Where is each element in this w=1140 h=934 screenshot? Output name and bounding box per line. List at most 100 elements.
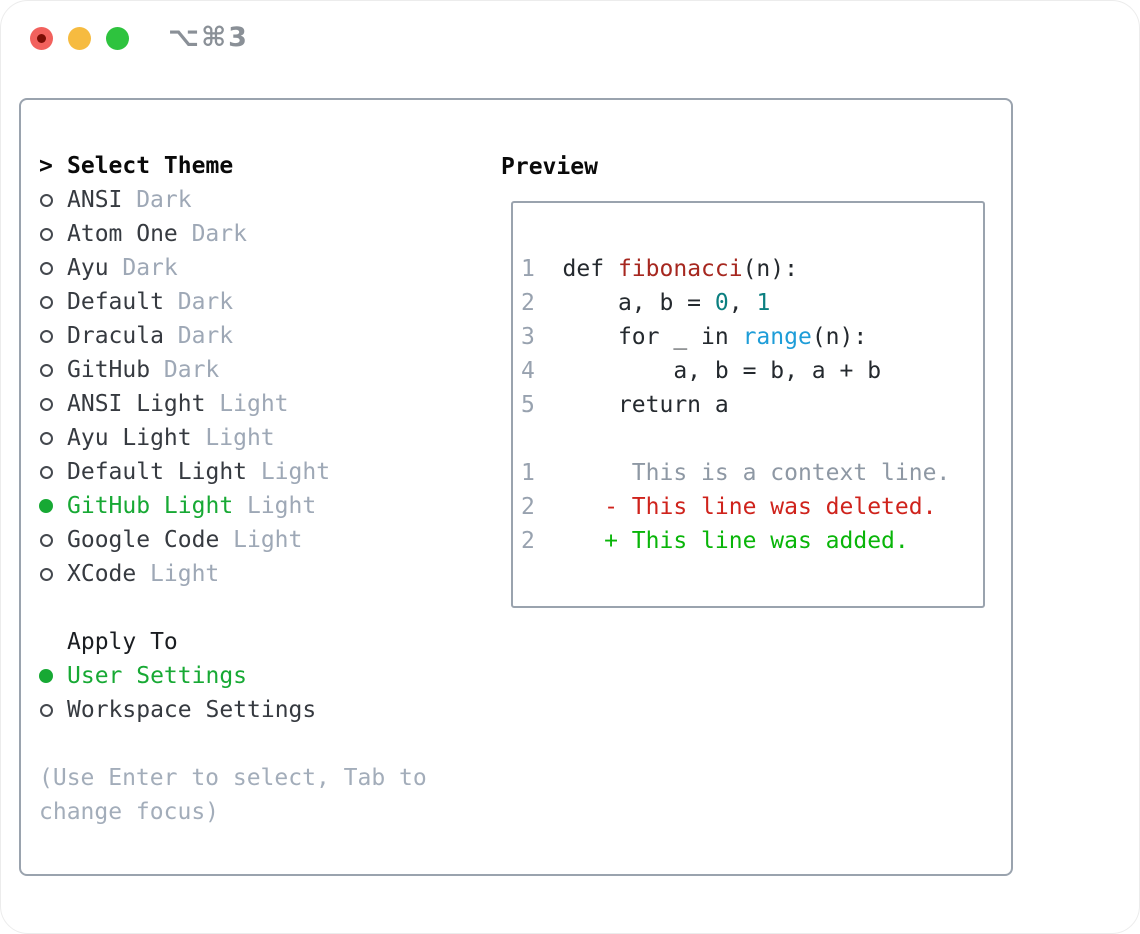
radio-gutter: [39, 295, 67, 309]
theme-variant-tag: Light: [260, 459, 331, 485]
radio-gutter: [39, 465, 67, 479]
radio-unselected-icon: [40, 193, 53, 207]
line-number: 2: [521, 528, 535, 554]
radio-selected-icon: [39, 669, 53, 683]
theme-option-label: XCode: [67, 561, 137, 587]
radio-gutter: [39, 669, 67, 683]
preview-title: Preview: [501, 154, 598, 180]
radio-gutter: [39, 227, 67, 241]
code-line: 3 for _ in range(n):: [521, 320, 983, 354]
radio-gutter: [39, 329, 67, 343]
code-line: 1 This is a context line.: [521, 456, 983, 490]
code-segment-code: for _ in: [534, 324, 743, 350]
radio-gutter: [39, 193, 67, 207]
radio-gutter: [39, 499, 67, 513]
code-line: 2 - This line was deleted.: [521, 490, 983, 524]
radio-selected-icon: [39, 499, 53, 513]
theme-variant-tag: Light: [219, 391, 289, 417]
theme-variant-tag: Dark: [191, 221, 247, 247]
theme-option[interactable]: Default Light Light: [39, 455, 489, 489]
code-segment-context: This is a context line.: [534, 460, 951, 486]
radio-unselected-icon: [40, 703, 53, 717]
code-line: [521, 422, 983, 456]
radio-gutter: [39, 261, 67, 275]
code-segment-lit: 0: [714, 290, 729, 316]
theme-option[interactable]: ANSI Light Light: [39, 387, 489, 421]
code-segment-added: + This line was added.: [534, 528, 909, 554]
theme-option-label: Atom One: [67, 221, 178, 247]
radio-unselected-icon: [40, 363, 53, 377]
apply-option[interactable]: Workspace Settings: [39, 693, 489, 727]
code-segment-code: a, b = b, a + b: [534, 358, 882, 384]
radio-unselected-icon: [40, 227, 53, 241]
code-line: 4 a, b = b, a + b: [521, 354, 983, 388]
theme-variant-tag: Dark: [177, 323, 234, 349]
line-number: 1: [521, 256, 535, 282]
code-segment-func: fibonacci: [617, 256, 743, 282]
theme-option[interactable]: XCode Light: [39, 557, 489, 591]
line-number: 3: [521, 324, 535, 350]
theme-list-title: Select Theme: [67, 153, 234, 179]
apply-header-row: Apply To: [39, 625, 489, 659]
window-title: ⌥⌘3: [168, 22, 249, 53]
theme-option-label: Ayu: [67, 255, 109, 281]
focus-cursor: >: [39, 153, 53, 179]
radio-unselected-icon: [40, 295, 53, 309]
line-number: 4: [521, 358, 535, 384]
close-button[interactable]: [30, 27, 53, 50]
theme-variant-tag: Dark: [163, 357, 220, 383]
code-line: 5 return a: [521, 388, 983, 422]
theme-header-row: > Select Theme: [39, 149, 489, 183]
theme-option[interactable]: Atom One Dark: [39, 217, 489, 251]
line-number: 2: [521, 494, 535, 520]
apply-to-title: Apply To: [67, 629, 178, 655]
zoom-button[interactable]: [106, 27, 129, 50]
radio-gutter: [39, 567, 67, 581]
code-segment-code: return a: [534, 392, 729, 418]
minimize-button[interactable]: [68, 27, 91, 50]
radio-gutter: [39, 363, 67, 377]
theme-option[interactable]: ANSI Dark: [39, 183, 489, 217]
theme-option[interactable]: Google Code Light: [39, 523, 489, 557]
theme-variant-tag: Light: [150, 561, 220, 587]
radio-unselected-icon: [40, 533, 53, 547]
code-segment-code: (n):: [742, 256, 798, 282]
apply-option[interactable]: User Settings: [39, 659, 489, 693]
line-number: 5: [521, 392, 535, 418]
theme-variant-tag: Light: [233, 527, 303, 553]
theme-option-label: GitHub: [67, 357, 151, 383]
theme-option-label: Google Code: [67, 527, 220, 553]
code-line: 2 a, b = 0, 1: [521, 286, 983, 320]
code-line: 1 def fibonacci(n):: [521, 252, 983, 286]
theme-variant-tag: Dark: [122, 255, 178, 281]
theme-option[interactable]: Dracula Dark: [39, 319, 489, 353]
radio-gutter: [39, 431, 67, 445]
code-segment-builtin: range: [742, 324, 812, 350]
theme-option-label: ANSI Light: [67, 391, 206, 417]
theme-option-label: Dracula: [67, 323, 164, 349]
code-segment-lit: 1: [756, 290, 771, 316]
radio-unselected-icon: [40, 397, 53, 411]
theme-variant-tag: Dark: [136, 187, 192, 213]
apply-option-label: User Settings: [67, 663, 248, 689]
radio-unselected-icon: [40, 465, 53, 479]
theme-option-label: ANSI: [67, 187, 123, 213]
theme-option-label: Default Light: [67, 459, 248, 485]
radio-unselected-icon: [40, 567, 53, 581]
code-segment-code: (n):: [811, 324, 868, 350]
theme-option[interactable]: Ayu Dark: [39, 251, 489, 285]
theme-option[interactable]: GitHub Dark: [39, 353, 489, 387]
code-segment-deleted: - This line was deleted.: [534, 494, 937, 520]
code-line: 2 + This line was added.: [521, 524, 983, 558]
